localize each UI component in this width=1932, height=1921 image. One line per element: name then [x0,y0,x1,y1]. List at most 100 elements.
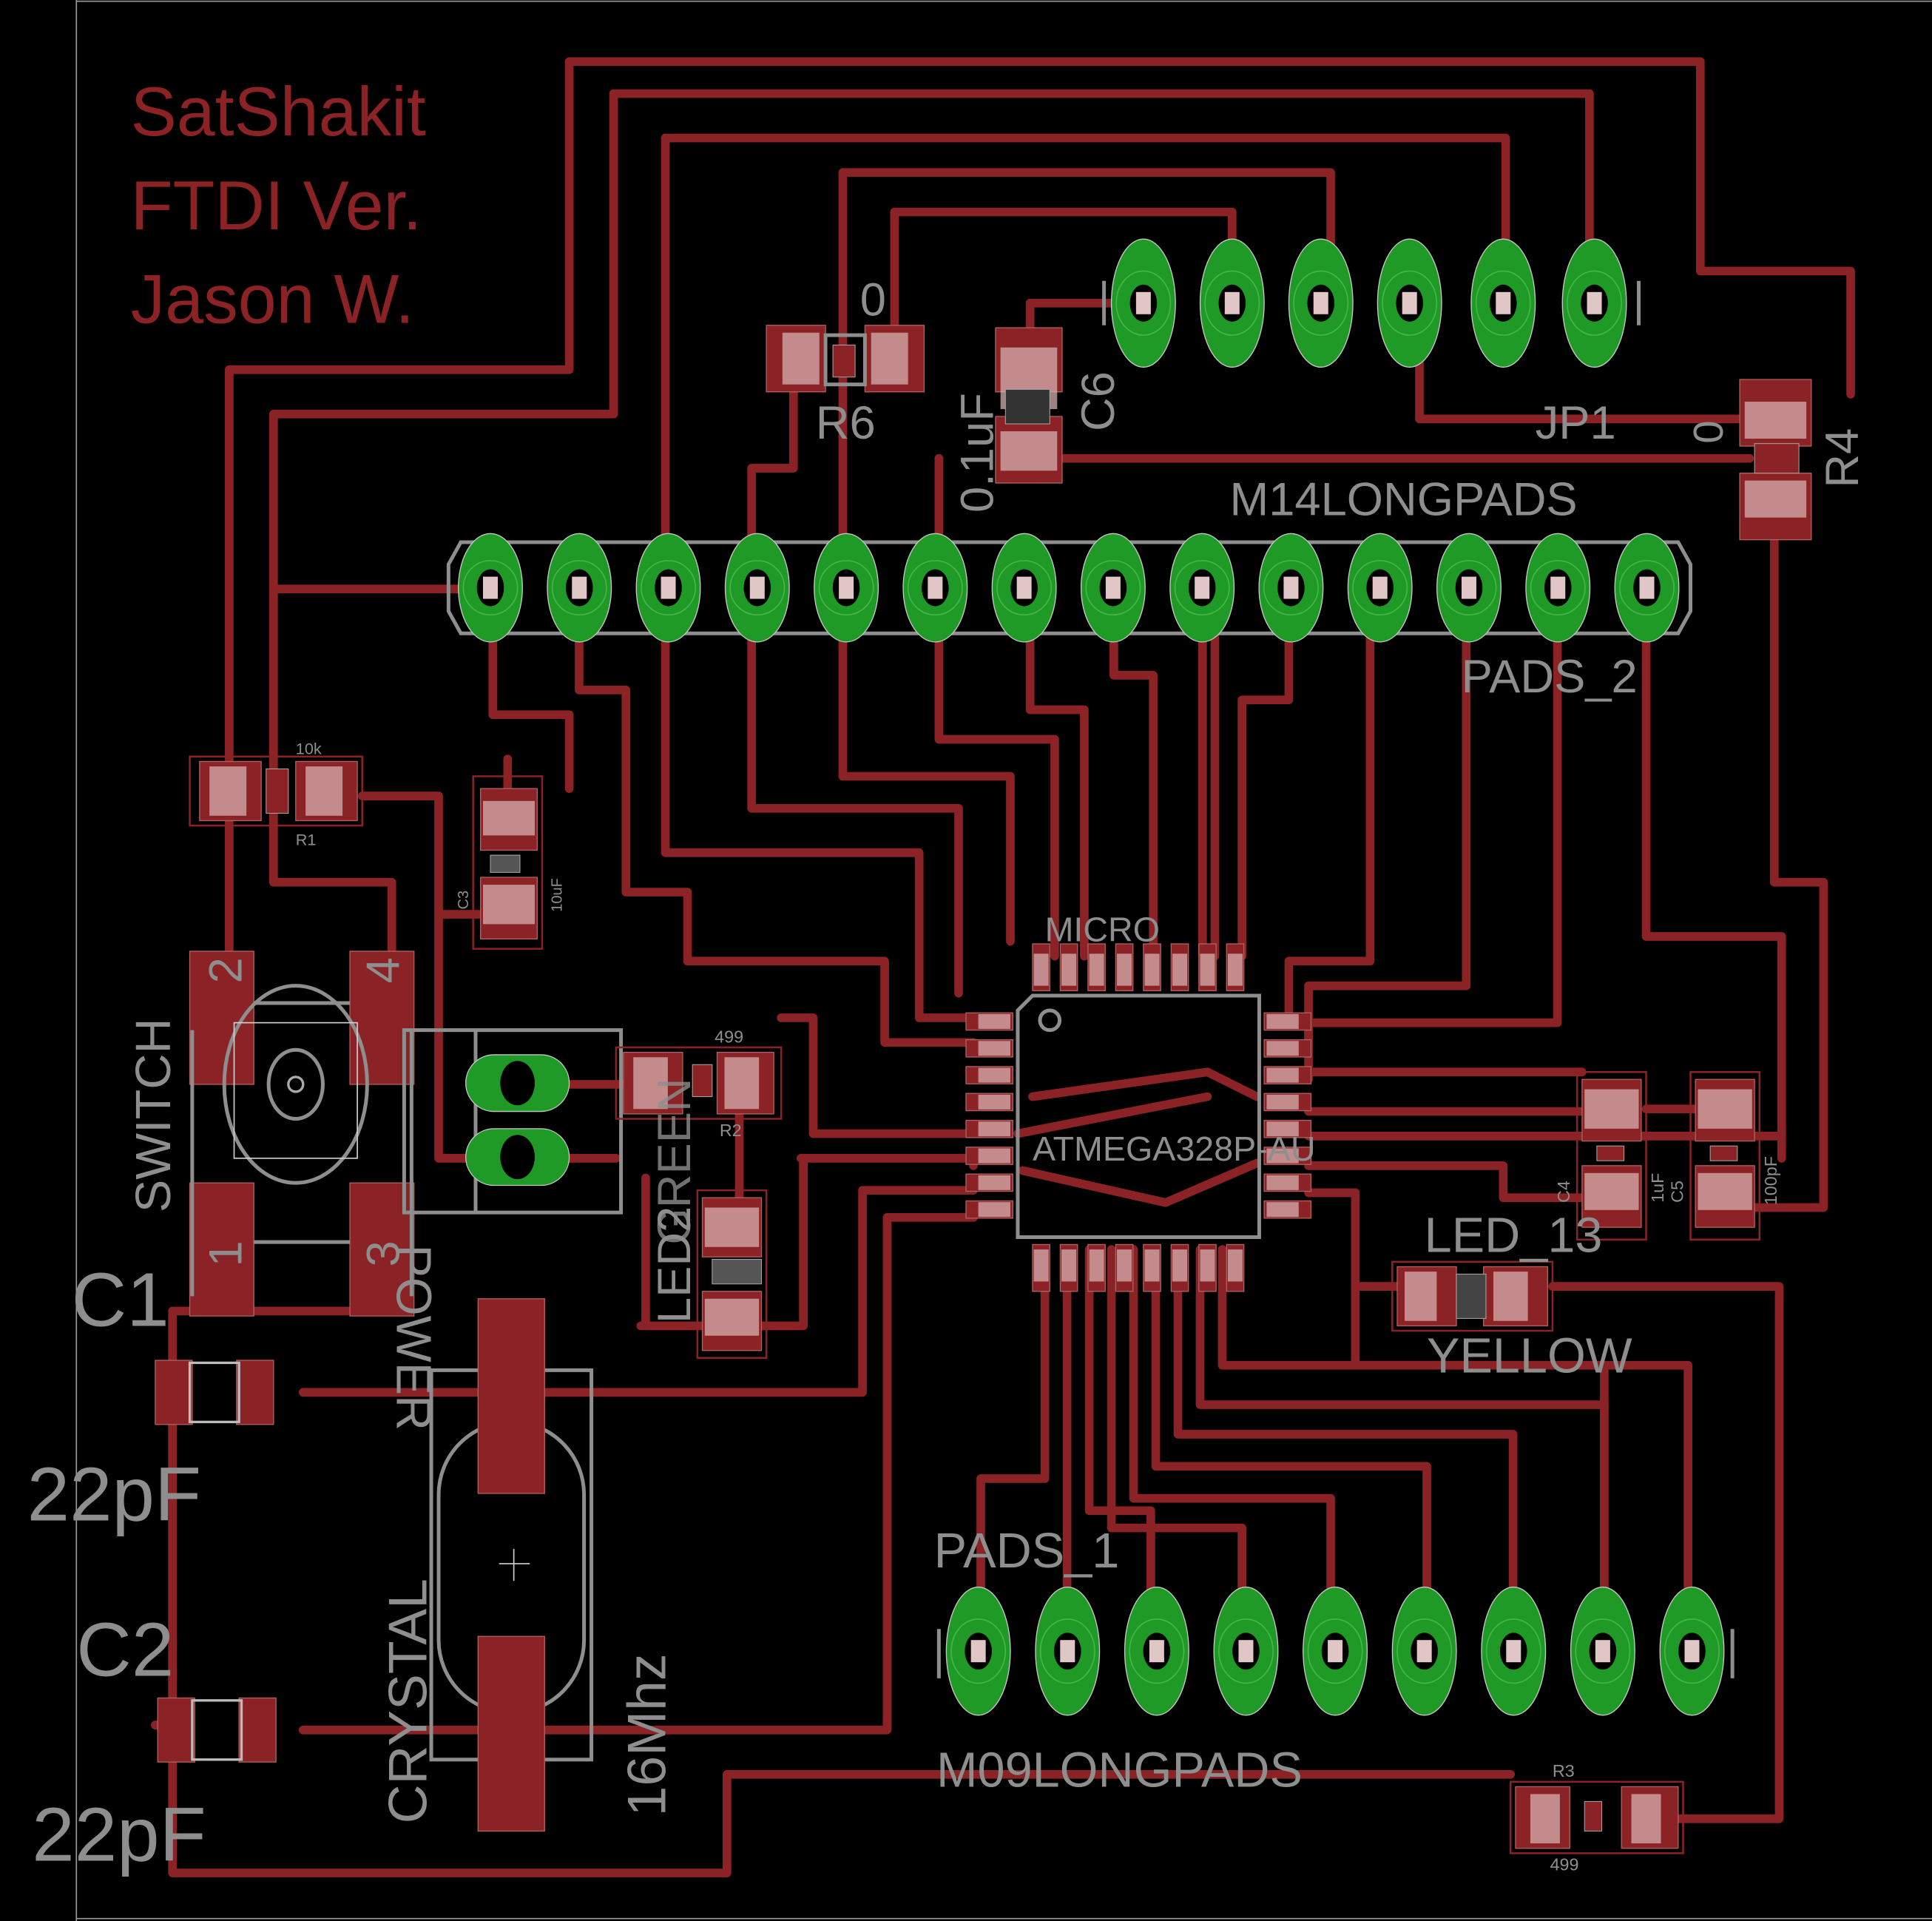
c4-capacitor [1575,1071,1647,1241]
pad-ring [1039,1618,1095,1684]
pad-ring [1204,270,1260,336]
pads2-pad-4 [724,533,790,643]
pads2-pad-9 [1169,533,1235,643]
pads2-pad-6 [902,533,968,643]
pad-drill-mark [970,1640,986,1663]
micro-pin-top-cream-2 [1061,953,1077,986]
trace-29 [838,575,1015,946]
trace-49 [168,1286,1516,1877]
pad-drill-mark [1135,291,1151,314]
c1-label: C1 [72,1257,169,1342]
switch-pin-1: 1 [200,1240,252,1266]
micro-pin-top-cream-4 [1117,953,1132,986]
micro-pin-right-cream-2 [1266,1041,1299,1056]
pad-ring [1085,560,1141,616]
jp1-pad-6 [1561,238,1627,368]
switch-pin-2: 2 [200,957,252,983]
trace-3 [609,89,1594,308]
jp1-package-label: M14LONGPADS [1229,473,1577,525]
micro-pin-bottom-cream-7 [1200,1249,1215,1282]
led13-label: LED_13 [1425,1208,1603,1263]
switch-component [189,951,415,1317]
copper-traces [151,57,1855,1877]
trace-47 [298,1186,978,1397]
micro-pin-right-cream-6 [1266,1148,1299,1164]
pads1-pad-3 [1124,1586,1189,1716]
led-green-value: GREEN [649,1078,700,1244]
trace-9 [890,207,1237,308]
pad-ring [729,560,786,616]
trace-65 [1195,1245,1609,1656]
trace-42 [777,1013,978,1138]
r4-label: R4 [1817,428,1868,488]
led13-component [1391,1260,1554,1332]
pad-ring [1575,1618,1631,1684]
r6-label: R6 [816,397,876,449]
pads2-pad-1 [458,533,523,643]
pad-drill-mark [1550,576,1566,599]
pads1-pad-1 [945,1586,1011,1716]
r4-value: 0 [1686,420,1732,444]
title-line-2: FTDI Ver. [131,167,422,244]
trace-63 [1151,1245,1431,1656]
pads1-pad-9 [1659,1586,1725,1716]
pad-drill-mark [1060,1640,1075,1663]
pad-drill-mark [839,576,854,599]
pad-drill-mark [483,576,498,599]
c1-value: 22pF [27,1452,201,1537]
switch-pin-3: 3 [358,1240,410,1266]
pad-drill-mark [1684,1640,1700,1663]
micro-pin-right-cream-7 [1266,1175,1299,1190]
micro-pin-left-cream-8 [978,1202,1010,1218]
trace-66 [1217,1245,1692,1656]
trace-50 [1548,1282,1784,1823]
pad-drill-mark [1195,576,1210,599]
power-connector [402,1028,624,1215]
crystal-value: 16Mhz [617,1653,678,1816]
pads1-pad-5 [1303,1586,1368,1716]
led-green-name: LED2 [649,1206,700,1323]
trace-2 [225,57,574,793]
pad-ring [1530,560,1586,616]
c3-label: C3 [456,891,472,910]
micro-pin-bottom-cream-3 [1089,1249,1104,1282]
pads2-pad-10 [1258,533,1324,643]
c2-value: 22pF [32,1792,206,1877]
jp1-pad-2 [1199,238,1265,368]
pad-ring [1293,270,1349,336]
pads1-pad-7 [1481,1586,1547,1716]
micro-pin-right-cream-8 [1266,1202,1299,1218]
trace-48 [298,1212,978,1735]
c4-label: C4 [1554,1181,1573,1203]
pads2-pad-12 [1436,533,1502,643]
pads2-pad-7 [991,533,1057,643]
trace-60 [1084,1245,1155,1656]
pad-drill-mark [1587,291,1602,314]
pad-ring [1263,560,1319,616]
pads2-pad-11 [1347,533,1413,643]
micro-pin-bottom-cream-1 [1033,1249,1049,1282]
jp1-pad-5 [1470,238,1536,368]
pad-ring [1664,1618,1720,1684]
pads1-header [945,1586,1725,1716]
pad-drill-mark [1506,1640,1521,1663]
pad-drill-mark [1416,1640,1432,1663]
trace-28 [747,575,963,998]
switch-label: SWITCH [126,1018,181,1212]
trace-20 [268,560,396,990]
pad-ring [1115,270,1172,336]
trace-31 [1025,575,1089,961]
pad-ring [1619,560,1675,616]
c4-value: 1uF [1648,1173,1667,1203]
c5-label: C5 [1668,1181,1687,1203]
pad-drill-mark [1283,576,1299,599]
jp1-pad-3 [1288,238,1354,368]
micro-pin-left-cream-6 [978,1148,1010,1164]
trace-37 [1304,575,1471,1052]
micro-pin-right-cream-3 [1266,1067,1299,1083]
r1-resistor [189,755,364,827]
pad-ring [1396,1618,1453,1684]
micro-pin-top-cream-5 [1144,953,1160,986]
c3-capacitor [472,775,544,950]
trace-17 [1750,525,1828,1212]
